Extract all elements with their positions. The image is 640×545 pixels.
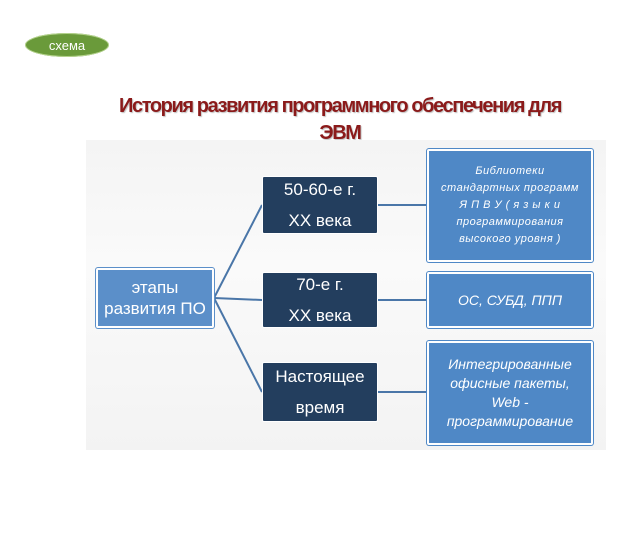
detail-node-office-web: Интегрированные офисные пакеты, Web - пр… xyxy=(427,341,593,445)
detail-node-line: ОС, СУБД, ППП xyxy=(458,292,562,308)
connector-root-stage-1 xyxy=(213,204,263,299)
detail-node-line: Web - xyxy=(491,394,529,410)
root-node-line: развития ПО xyxy=(104,299,206,318)
stage-node-line: XX века xyxy=(288,211,352,230)
stage-node-present: Настоящее время xyxy=(262,362,378,422)
connector-root-stage-3 xyxy=(213,297,263,393)
detail-node-line: высокого уровня ) xyxy=(459,233,561,245)
title-line-2: ЭВМ xyxy=(319,122,362,144)
title-line-1: История развития программного обеспечени… xyxy=(119,95,562,117)
detail-node-line: Библиотеки xyxy=(475,165,545,177)
connector-root-stage-2 xyxy=(213,297,263,301)
stage-node-line: время xyxy=(295,398,345,417)
detail-node-os-dbms: ОС, СУБД, ППП xyxy=(427,272,593,328)
detail-node-line: Интегрированные xyxy=(448,356,572,372)
root-node: этапы развития ПО xyxy=(96,268,214,328)
scheme-badge[interactable]: схема xyxy=(25,33,109,57)
stage-node-1950s-60s: 50-60-е г. XX века xyxy=(262,176,378,234)
detail-node-libraries: Библиотеки стандартных программ Я П В У … xyxy=(427,149,593,262)
stage-node-1970s: 70-е г. XX века xyxy=(262,272,378,328)
stage-node-line: Настоящее xyxy=(275,367,365,386)
detail-node-line: офисные пакеты, xyxy=(450,375,570,391)
root-node-line: этапы xyxy=(131,278,179,297)
stage-node-line: XX века xyxy=(288,306,352,325)
detail-node-line: Я П В У ( я з ы к и xyxy=(459,199,561,211)
stage-node-line: 70-е г. xyxy=(296,275,344,294)
detail-node-line: программирования xyxy=(456,216,564,228)
stage-node-line: 50-60-е г. xyxy=(283,180,357,199)
detail-node-line: стандартных программ xyxy=(441,182,579,194)
detail-node-line: программирование xyxy=(446,413,574,429)
slide-title: История развития программного обеспечени… xyxy=(100,93,580,147)
